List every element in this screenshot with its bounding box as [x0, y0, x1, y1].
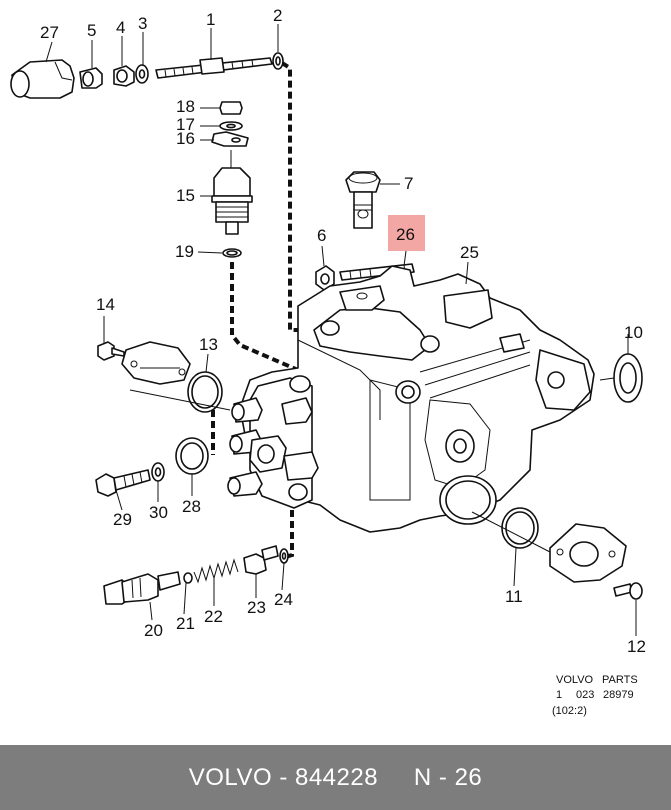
ref-code-28979: 28979: [603, 689, 634, 701]
part-5-sleeve: [79, 67, 103, 89]
callout-24: 24: [274, 590, 293, 609]
callout-17: 17: [176, 115, 195, 134]
callout-26: 26: [396, 225, 415, 244]
part-6-nut: [315, 265, 335, 291]
callout-20: 20: [144, 621, 163, 640]
part-2-seal-ring: [272, 52, 284, 70]
callout-14: 14: [96, 295, 115, 314]
part-29-bolt: [95, 469, 151, 497]
part-1-injector-pipe: [155, 57, 273, 79]
part-13-o-ring: [187, 371, 223, 413]
callout-21: 21: [176, 614, 195, 633]
footer-bar: VOLVO - 844228 N - 26: [0, 745, 671, 810]
callout-11: 11: [505, 587, 523, 606]
callout-12: 12: [627, 637, 646, 656]
callout-19: 19: [175, 242, 194, 261]
callout-13: 13: [199, 335, 218, 354]
callout-22: 22: [204, 607, 223, 626]
part-21-ball: [183, 572, 193, 584]
callout-5: 5: [87, 21, 96, 40]
ref-code-1: 1: [556, 689, 562, 701]
callout-28: 28: [182, 497, 201, 516]
callout-2: 2: [273, 6, 282, 25]
part-4-nut: [113, 65, 135, 87]
callout-23: 23: [247, 598, 266, 617]
part-17-washer: [219, 121, 243, 131]
part-28-seal: [175, 437, 209, 475]
leader-lines: [45, 24, 637, 636]
callout-10: 10: [624, 323, 643, 342]
callout-1: 1: [206, 10, 215, 29]
part-23-plunger: [243, 545, 279, 575]
callout-15: 15: [176, 186, 195, 205]
cover-plate-right: [549, 523, 627, 583]
callout-30: 30: [149, 503, 168, 522]
callout-3: 3: [138, 14, 147, 33]
part-18-nut: [219, 101, 243, 115]
callout-6: 6: [317, 226, 326, 245]
callout-25: 25: [460, 243, 479, 262]
part-19-o-ring: [222, 248, 242, 258]
part-10-shaft-seal: [599, 353, 643, 403]
cover-plate-left: [121, 341, 191, 385]
reference-block: VOLVO PARTS 1 023 28979 (102:2): [552, 674, 638, 717]
callouts: 27 5 4 3 1 2 18 17 16 15 19 7 6 26 25 14…: [40, 6, 646, 656]
callout-4: 4: [116, 18, 125, 37]
callout-27: 27: [40, 23, 59, 42]
callout-29: 29: [113, 510, 132, 529]
part-30-washer: [151, 462, 165, 482]
fuel-line-bottom: [281, 488, 294, 560]
part-7-banjo-bolt: [345, 171, 381, 229]
part-11-o-ring: [501, 507, 539, 549]
callout-16: 16: [176, 129, 195, 148]
part-22-spring: [193, 558, 239, 584]
ref-volvo: VOLVO: [556, 674, 594, 686]
callout-7: 7: [404, 174, 413, 193]
part-12-screw: [613, 582, 643, 600]
part-14-screw: [97, 341, 125, 361]
fuel-line-top: [280, 61, 320, 332]
pump-body: [239, 265, 595, 533]
part-24-washer: [279, 548, 289, 564]
part-16-terminal: [211, 131, 249, 147]
callout-18: 18: [176, 97, 195, 116]
part-27-banjo-housing: [10, 59, 75, 99]
part-3-washer: [135, 64, 149, 84]
part-20-valve-body: [103, 571, 181, 605]
delivery-valves: [227, 397, 319, 497]
ref-code-102: (102:2): [552, 705, 587, 717]
ref-parts: PARTS: [602, 674, 638, 686]
footer-text: VOLVO - 844228 N - 26: [188, 763, 483, 791]
part-26-highlight: [388, 215, 425, 251]
ref-code-023: 023: [576, 689, 594, 701]
pump-face-ring: [439, 475, 497, 525]
exploded-parts-diagram: 27 5 4 3 1 2 18 17 16 15 19 7 6 26 25 14…: [10, 6, 646, 717]
diagram-svg: 27 5 4 3 1 2 18 17 16 15 19 7 6 26 25 14…: [10, 6, 646, 717]
part-15-solenoid: [211, 150, 253, 235]
